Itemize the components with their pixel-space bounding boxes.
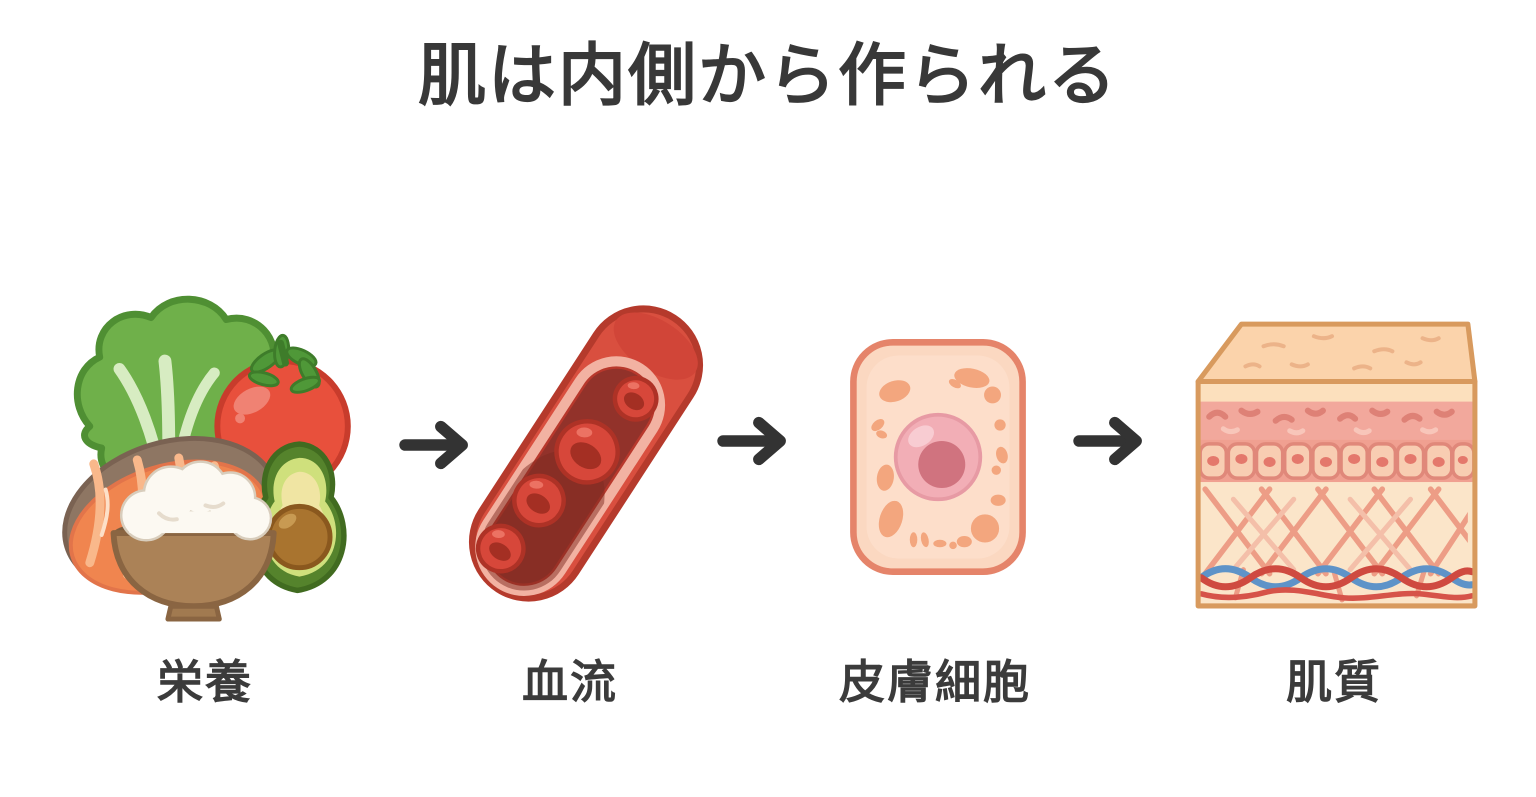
label-skin-quality: 肌質 <box>1286 656 1382 708</box>
food-group-icon <box>62 295 351 622</box>
avocado-icon <box>251 441 347 594</box>
rice-bowl-icon <box>110 460 277 622</box>
label-blood-flow: 血流 <box>522 656 618 708</box>
organelles-icon <box>871 368 1008 550</box>
blood-vessel-icon <box>468 305 704 602</box>
label-nutrition: 栄養 <box>157 656 253 708</box>
red-blood-cells-icon <box>475 375 659 574</box>
page-title: 肌は内側から作られる <box>417 38 1118 114</box>
arrow-right-icon <box>399 420 468 470</box>
dermal-vessels-icon <box>1197 565 1476 601</box>
skin-layers-icon <box>1195 321 1478 609</box>
nucleus-icon <box>893 412 983 502</box>
epidermis-layer <box>1198 401 1475 442</box>
arrow-right-icon <box>1073 416 1142 466</box>
skin-surface-texture <box>1243 334 1441 371</box>
arrow-right-icon <box>717 416 786 466</box>
collagen-fibers-icon <box>1202 486 1468 577</box>
skin-cell-icon <box>850 339 1026 575</box>
label-skin-cells: 皮膚細胞 <box>839 656 1031 708</box>
rice-icon <box>119 460 273 542</box>
